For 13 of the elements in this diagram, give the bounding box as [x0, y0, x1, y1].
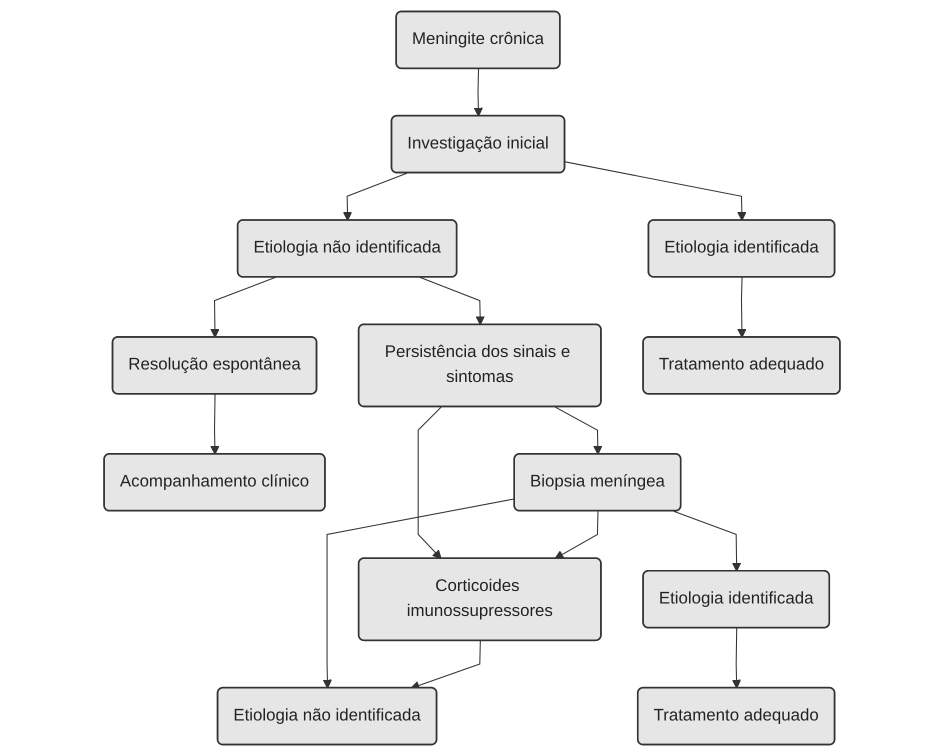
arrow	[554, 510, 598, 559]
arrow	[732, 628, 742, 688]
arrow	[342, 172, 408, 220]
arrow	[420, 276, 485, 325]
arrow	[474, 68, 483, 116]
arrow	[554, 406, 602, 454]
arrow	[418, 406, 442, 559]
arrow	[564, 160, 746, 220]
arrow	[673, 510, 742, 572]
arrow	[210, 394, 220, 454]
arrow	[322, 498, 515, 688]
arrow	[210, 276, 276, 338]
arrow	[737, 276, 747, 338]
